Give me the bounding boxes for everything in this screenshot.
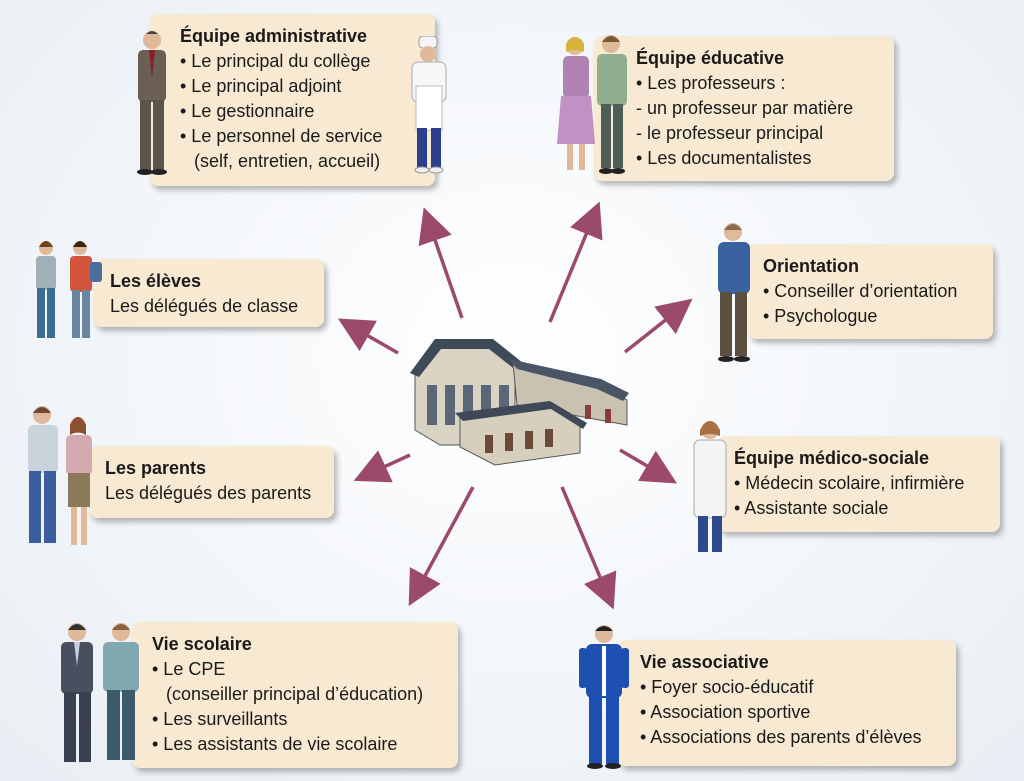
node-viescolaire-item: • Les surveillants xyxy=(152,709,288,729)
node-parents-list: Les délégués des parents xyxy=(105,481,334,506)
arrow-to-educ xyxy=(548,201,603,323)
node-viescolaire-title: Vie scolaire xyxy=(152,634,252,654)
node-admin-item: • Le principal du collège xyxy=(180,51,371,71)
arrow-to-medico xyxy=(619,448,678,484)
doctor-figure xyxy=(693,421,727,552)
node-educ-list: • Les professeurs : - un professeur par … xyxy=(636,71,894,171)
arrow-to-parents xyxy=(353,450,411,483)
node-educ: Équipe éducative • Les professeurs : - u… xyxy=(594,36,894,181)
node-admin-list: • Le principal du collège • Le principal… xyxy=(180,49,435,174)
node-associative: Vie associative • Foyer socio-éducatif •… xyxy=(618,640,956,766)
node-viescolaire-list: • Le CPE (conseiller principal d’éducati… xyxy=(152,657,458,757)
node-educ-item: • Les documentalistes xyxy=(636,148,812,168)
arrow-to-viescolaire xyxy=(408,486,475,607)
parents-figure xyxy=(28,406,92,545)
node-eleves: Les élèves Les délégués de classe xyxy=(94,259,324,327)
node-parents-title: Les parents xyxy=(105,458,207,478)
node-viescolaire-item: • Le CPE xyxy=(152,659,226,679)
arrow-to-eleves xyxy=(337,318,399,355)
node-orientation-item: • Conseiller d’orientation xyxy=(763,281,958,301)
cook-figure xyxy=(411,36,447,174)
node-viescolaire: Vie scolaire • Le CPE (conseiller princi… xyxy=(132,622,458,768)
node-educ-item: - le professeur principal xyxy=(636,123,824,143)
school-building xyxy=(410,339,629,466)
node-associative-item: • Associations des parents d’élèves xyxy=(640,727,922,747)
node-medico-title: Équipe médico-sociale xyxy=(734,448,930,468)
node-educ-title: Équipe éducative xyxy=(636,48,785,68)
node-medico-item: • Médecin scolaire, infirmière xyxy=(734,473,965,493)
arrow-to-admin xyxy=(418,207,464,319)
node-viescolaire-item: (conseiller principal d’éducation) xyxy=(166,684,424,704)
school-life-figure xyxy=(61,623,139,762)
node-viescolaire-item: • Les assistants de vie scolaire xyxy=(152,734,398,754)
node-orientation-list: • Conseiller d’orientation • Psychologue xyxy=(763,279,993,329)
node-admin-item: • Le gestionnaire xyxy=(180,101,315,121)
node-parents: Les parents Les délégués des parents xyxy=(89,446,334,518)
node-admin-title: Équipe administrative xyxy=(180,26,368,46)
sports-figure xyxy=(579,625,629,769)
node-admin: Équipe administrative • Le principal du … xyxy=(150,14,435,186)
node-admin-item: (self, entretien, accueil) xyxy=(194,151,381,171)
arrow-to-associative xyxy=(560,486,617,610)
node-admin-item: • Le personnel de service xyxy=(180,126,383,146)
arrow-to-orientation xyxy=(623,298,693,354)
node-associative-item: • Foyer socio-éducatif xyxy=(640,677,814,697)
students-figure xyxy=(36,241,102,338)
node-medico-item: • Assistante sociale xyxy=(734,498,889,518)
node-eleves-list: Les délégués de classe xyxy=(110,294,324,319)
node-eleves-title: Les élèves xyxy=(110,271,202,291)
node-orientation-title: Orientation xyxy=(763,256,860,276)
node-parents-item: Les délégués des parents xyxy=(105,483,312,503)
node-educ-item: • Les professeurs : xyxy=(636,73,786,93)
node-medico-list: • Médecin scolaire, infirmière • Assista… xyxy=(734,471,1000,521)
node-medico: Équipe médico-sociale • Médecin scolaire… xyxy=(718,436,1000,532)
principal-figure xyxy=(137,31,167,175)
node-associative-list: • Foyer socio-éducatif • Association spo… xyxy=(640,675,956,750)
node-eleves-item: Les délégués de classe xyxy=(110,296,299,316)
teachers-figure xyxy=(557,35,627,174)
node-associative-item: • Association sportive xyxy=(640,702,811,722)
node-orientation: Orientation • Conseiller d’orientation •… xyxy=(748,244,993,339)
counselor-figure xyxy=(718,223,750,362)
node-admin-item: • Le principal adjoint xyxy=(180,76,342,96)
node-educ-item: - un professeur par matière xyxy=(636,98,854,118)
node-orientation-item: • Psychologue xyxy=(763,306,878,326)
node-associative-title: Vie associative xyxy=(640,652,769,672)
